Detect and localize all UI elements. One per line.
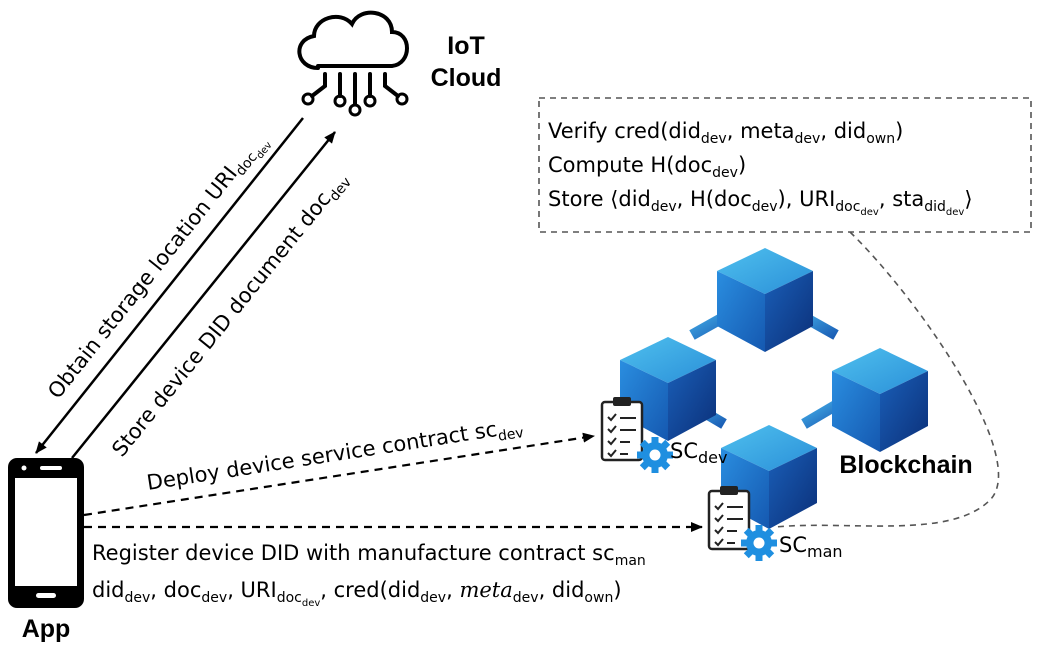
iot-cloud-label-line1: IoT — [447, 32, 485, 60]
deploy-contract-arrow — [83, 432, 595, 517]
cloud-icon — [297, 10, 409, 117]
blockchain-network — [620, 248, 928, 529]
verify-box — [538, 97, 1032, 233]
gear-icon — [741, 525, 777, 561]
obtain-uri-label: Obtain storage location URIdocdev — [43, 128, 275, 408]
register-params-label: diddev, docdev, URIdocdev, cred(diddev, … — [92, 578, 622, 609]
compute-line: Compute H(docdev) — [548, 153, 746, 181]
store-line: Store ⟨diddev, H(docdev), URIdocdev, sta… — [548, 187, 973, 218]
register-did-label: Register device DID with manufacture con… — [92, 541, 646, 569]
sc-man-label: SCman — [779, 533, 843, 561]
block-cube-right — [832, 348, 928, 452]
verify-link-curve — [774, 231, 1000, 528]
smartphone-icon — [8, 458, 84, 608]
obtain-uri-arrow — [35, 117, 304, 454]
store-doc-arrow — [71, 131, 336, 459]
block-cube-top — [717, 248, 813, 352]
contract-clipboard-icon — [600, 395, 644, 462]
app-label: App — [22, 615, 71, 643]
gear-icon — [637, 437, 673, 473]
sc-dev-label: SCdev — [670, 439, 727, 467]
verify-line: Verify cred(diddev, metadev, didown) — [548, 119, 903, 147]
iot-cloud-label-line2: Cloud — [431, 64, 502, 92]
deploy-contract-label: Deploy device service contract scdev — [145, 413, 525, 499]
blockchain-label: Blockchain — [839, 451, 972, 479]
